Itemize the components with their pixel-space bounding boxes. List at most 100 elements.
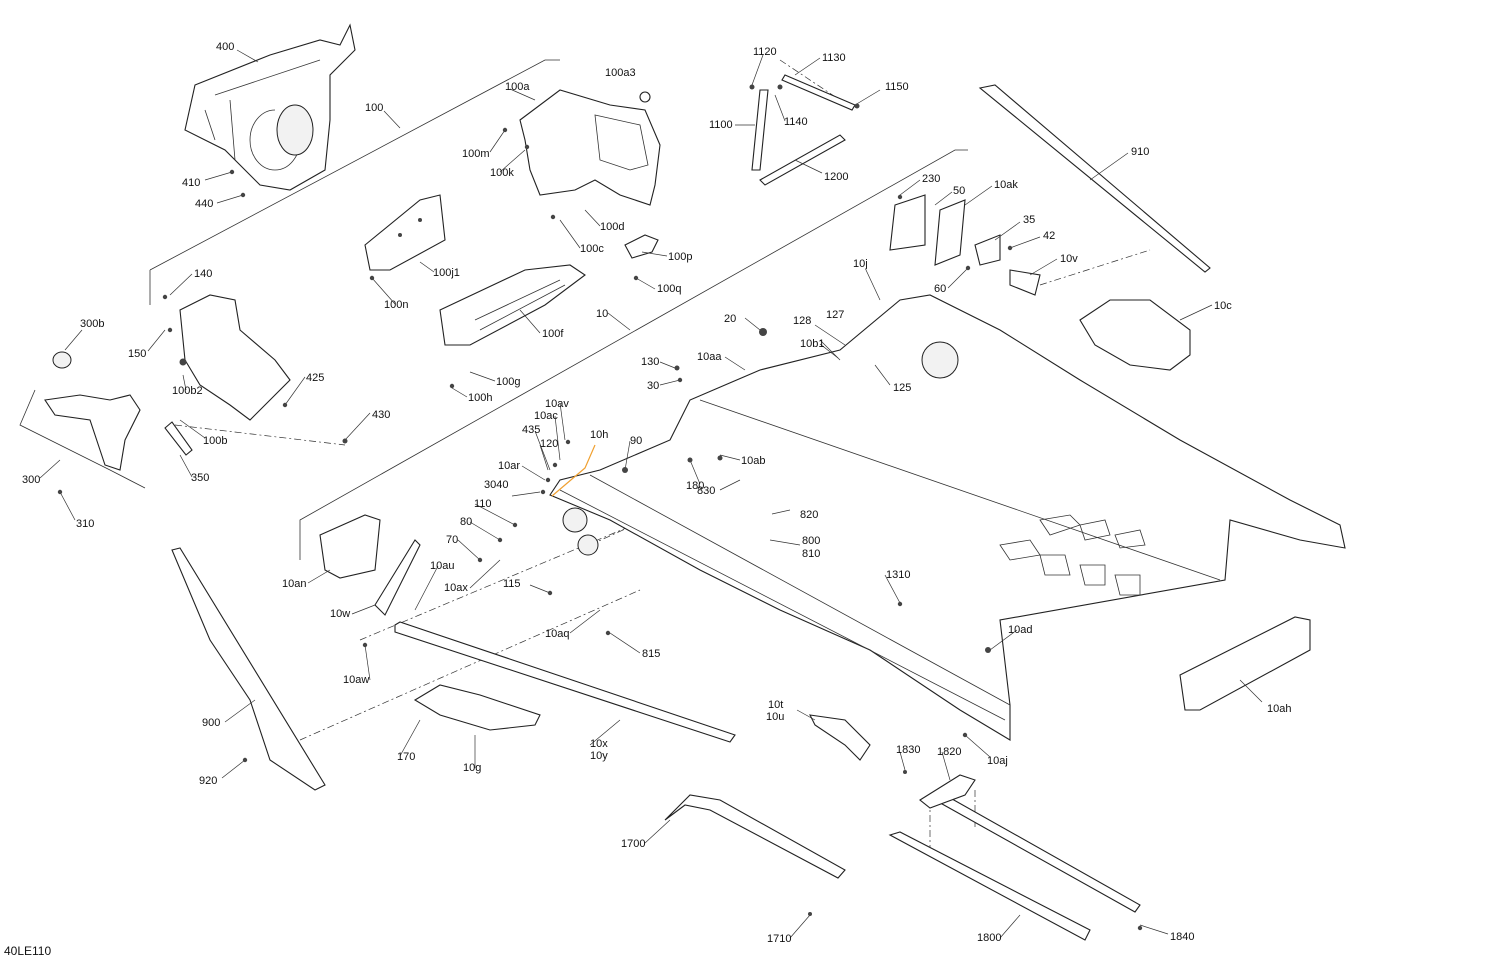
callout-125: 125 [893,382,912,394]
callout-10c: 10c [1214,300,1232,312]
callout-50: 50 [953,185,966,197]
callout-350: 350 [191,472,210,484]
callout-130: 130 [641,356,660,368]
leader-lines [39,49,1263,939]
part-10an-vent [319,514,381,579]
rear-brackets [889,194,1041,296]
callout-820: 820 [800,509,819,521]
callout-100j1: 100j1 [433,267,460,279]
callout-10u: 10u [766,711,785,723]
callout-1710: 1710 [767,933,792,945]
callout-440: 440 [195,198,214,210]
callout-10aa: 10aa [697,351,722,363]
part-100p-cap [624,234,659,259]
callout-10ak: 10ak [994,179,1018,191]
callout-10: 10 [596,308,609,320]
callout-10g: 10g [463,762,482,774]
callout-430: 430 [372,409,391,421]
callout-10aj: 10aj [987,755,1008,767]
callout-3040: 3040 [484,479,509,491]
front-brackets [44,294,291,471]
callout-310: 310 [76,518,95,530]
callout-100b: 100b [203,435,228,447]
callout-170: 170 [397,751,416,763]
callout-300b: 300b [80,318,105,330]
callout-10h: 10h [590,429,609,441]
callout-100p: 100p [668,251,693,263]
callout-1800: 1800 [977,932,1002,944]
callout-1820: 1820 [937,746,962,758]
callout-1140: 1140 [784,116,808,128]
callout-100b2: 100b2 [172,385,203,397]
callout-10ar: 10ar [498,460,521,472]
callout-120: 120 [540,438,559,450]
callout-90: 90 [630,435,643,447]
callout-70: 70 [446,534,459,546]
callout-60: 60 [934,283,947,295]
callout-100g: 100g [496,376,521,388]
part-10au-strip [374,539,421,616]
callout-127: 127 [826,309,845,321]
callout-10t: 10t [768,699,784,711]
callout-10ad: 10ad [1008,624,1033,636]
callout-100a3: 100a3 [605,67,636,79]
callout-10y: 10y [590,750,608,762]
callout-20: 20 [724,313,737,325]
callout-910: 910 [1131,146,1150,158]
callout-128: 128 [793,315,812,327]
callout-400: 400 [216,41,235,53]
callout-180: 180 [686,480,705,492]
callout-920: 920 [199,775,218,787]
callout-115: 115 [503,578,521,590]
callout-1200: 1200 [824,171,849,183]
callout-10j: 10j [853,258,868,270]
callout-1310: 1310 [886,569,911,581]
callout-110: 110 [474,498,492,510]
part-10x-running-board [394,621,736,743]
callout-1150: 1150 [885,81,909,93]
callout-410: 410 [182,177,201,189]
fasteners [57,84,1143,931]
callout-10au: 10au [430,560,455,572]
tunnel-cutouts [999,514,1146,596]
callout-830: 830 [697,485,716,497]
callout-10aq: 10aq [545,628,570,640]
callout-100c: 100c [580,243,604,255]
callout-100h: 100h [468,392,493,404]
callout-1700: 1700 [621,838,646,850]
callout-10ax: 10ax [444,582,468,594]
steering-rods [751,74,856,186]
callout-1840: 1840 [1170,931,1195,943]
callout-100f: 100f [542,328,564,340]
callout-435: 435 [522,424,541,436]
callout-425: 425 [306,372,325,384]
part-10c-cover [1079,299,1191,371]
callout-10b1: 10b1 [800,338,825,350]
callout-10ac: 10ac [534,410,558,422]
callout-10v: 10v [1060,253,1078,265]
part-910-bar [978,84,1211,273]
callout-10av: 10av [545,398,569,410]
callout-100: 100 [365,102,384,114]
part-100f-footrest [439,264,586,346]
part-100a-front-bulkhead [519,89,661,206]
callout-10x: 10x [590,738,608,750]
callout-10an: 10an [282,578,307,590]
part-10-tunnel [549,294,1346,741]
callout-100a: 100a [505,81,530,93]
callout-1830: 1830 [896,744,921,756]
callout-100m: 100m [462,148,490,160]
part-100j1-plate [364,194,446,271]
highlight-10h-leader [551,444,596,497]
part-1700-rail [664,794,846,879]
part-10g-bracket [413,684,541,731]
callout-100d: 100d [600,221,625,233]
callout-810: 810 [802,548,821,560]
callout-10w: 10w [330,608,351,620]
figure-code: 40LE110 [4,944,52,958]
part-1800-rail [888,831,1091,941]
part-10t-bracket [809,714,871,761]
callout-900: 900 [202,717,221,729]
